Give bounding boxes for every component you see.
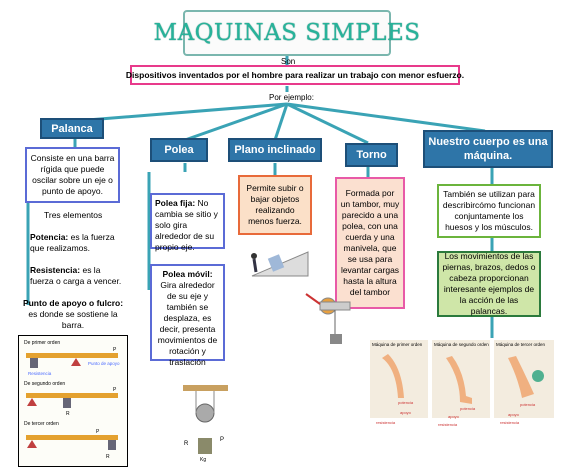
lever-label-1: De primer orden xyxy=(24,340,60,346)
body-label-4: potencia xyxy=(460,406,476,411)
cuerpo-header: Nuestro cuerpo es una máquina. xyxy=(423,130,553,168)
connector-son: Son xyxy=(281,57,296,66)
polea-movil-text: Gira alrededor de su eje y también se de… xyxy=(157,280,218,367)
lever-label-3: Resistencia xyxy=(28,371,52,376)
resistencia-text: es la fuerza o carga a vencer. xyxy=(30,265,122,286)
body-label-9: resistencia xyxy=(500,420,520,425)
page-title: MAQUINAS SIMPLES xyxy=(154,10,420,56)
palanca-resistencia: Resistencia: es la fuerza o carga a venc… xyxy=(30,265,125,287)
resistencia-label: Resistencia: xyxy=(30,265,81,275)
polea-fija-label: Polea fija: xyxy=(155,198,196,208)
lever-label-2: Punto de apoyo xyxy=(88,361,120,366)
lever-label-10: P xyxy=(96,429,100,435)
apoyo-label: Punto de apoyo o fulcro: xyxy=(22,298,124,308)
body-title-2: Máquina de segundo orden xyxy=(434,342,489,347)
cuerpo-text-2: Los movimientos de las piernas, brazos, … xyxy=(437,251,541,317)
polea-fija-box: Polea fija: No cambia se sitio y solo gi… xyxy=(150,193,225,252)
pulley-label-1: R xyxy=(184,441,189,447)
polea-fija-text: No cambia se sitio y solo gira alrededor… xyxy=(155,198,218,252)
polea-header: Polea xyxy=(150,138,208,162)
cuerpo-illustration: Máquina de primer orden Máquina de segun… xyxy=(370,340,554,427)
palanca-potencia: Potencia: es la fuerza que realizamos. xyxy=(30,232,125,254)
palanca-header: Palanca xyxy=(40,118,104,139)
plano-illustration xyxy=(251,251,309,277)
lever-label-9: R xyxy=(106,454,110,460)
palanca-illustration: De primer orden Punto de apoyo Resistenc… xyxy=(18,335,128,467)
body-title-3: Máquina de tercer orden xyxy=(496,342,546,347)
pulley-label-3: Kg xyxy=(200,457,206,463)
lever-label-7: R xyxy=(66,411,70,417)
torno-illustration xyxy=(305,293,351,344)
lever-label-8: P xyxy=(113,387,117,393)
body-label-8: apoyo xyxy=(508,412,520,417)
apoyo-text: es donde se sostiene la barra. xyxy=(28,309,118,330)
body-label-1: potencia xyxy=(398,400,414,405)
body-label-2: apoyo xyxy=(400,410,412,415)
potencia-label: Potencia: xyxy=(30,232,69,242)
definition-box: Dispositivos inventados por el hombre pa… xyxy=(126,65,464,85)
body-label-6: resistencia xyxy=(438,422,458,427)
palanca-description: Consiste en una barra rígida que puede o… xyxy=(25,147,120,203)
body-label-7: potencia xyxy=(520,402,536,407)
plano-header: Plano inclinado xyxy=(228,138,322,162)
lever-label-6: P xyxy=(113,347,117,353)
palanca-apoyo: Punto de apoyo o fulcro: es donde se sos… xyxy=(22,298,124,331)
lever-label-4: De segundo orden xyxy=(24,381,65,387)
body-label-5: apoyo xyxy=(448,414,460,419)
polea-movil-label: Polea móvil: xyxy=(162,269,213,279)
body-title-1: Máquina de primer orden xyxy=(372,342,423,347)
plano-description: Permite subir o bajar objetos realizando… xyxy=(238,175,312,235)
lever-label-5: De tercer orden xyxy=(24,421,59,427)
polea-illustration: Kg R P xyxy=(183,385,228,463)
potencia-text: es la fuerza que realizamos. xyxy=(30,232,115,253)
cuerpo-text-1: También se utilizan para describircómo f… xyxy=(437,184,541,238)
torno-header: Torno xyxy=(345,143,398,167)
polea-movil-box: Polea móvil: Gira alrededor de su eje y … xyxy=(150,264,225,367)
connector-por-ejemplo: Por ejemplo: xyxy=(267,93,316,102)
body-label-3: resistencia xyxy=(376,420,396,425)
palanca-tres-elementos: Tres elementos xyxy=(44,210,103,220)
pulley-label-2: P xyxy=(220,437,224,443)
torno-description: Formada por un tambor, muy parecido a un… xyxy=(335,177,405,309)
